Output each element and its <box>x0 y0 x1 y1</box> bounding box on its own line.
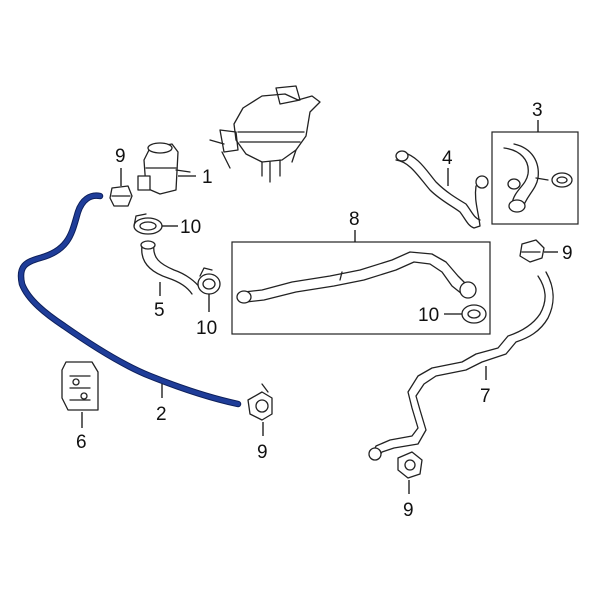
callout-9-upper-left: 9 <box>115 146 126 167</box>
clip-part-9-right <box>519 239 545 263</box>
callout-1: 1 <box>202 167 213 188</box>
hose-part-2-highlighted <box>17 192 242 408</box>
clip-part-9-upper-left <box>109 185 133 207</box>
callout-5: 5 <box>154 300 165 321</box>
box-part-3 <box>491 131 579 225</box>
callout-2: 2 <box>156 404 167 425</box>
callout-3: 3 <box>532 100 543 121</box>
pipe-assembly-part-8 <box>236 251 477 304</box>
callout-8: 8 <box>349 209 360 230</box>
callout-6: 6 <box>76 432 87 453</box>
callout-10-middle: 10 <box>196 318 217 339</box>
callout-4: 4 <box>442 148 453 169</box>
box-part-8 <box>231 241 491 335</box>
coolant-reservoir <box>209 85 321 183</box>
clamp-part-10-middle <box>197 267 221 295</box>
clamp-part-10-right <box>461 304 487 324</box>
callout-7: 7 <box>480 386 491 407</box>
bracket-part-6 <box>61 361 99 411</box>
clip-part-9-lower-left <box>247 383 273 421</box>
clip-part-9-bottom <box>397 451 423 479</box>
callout-9-bottom: 9 <box>403 500 414 521</box>
hose-part-5 <box>140 240 201 295</box>
callout-10-right: 10 <box>418 305 439 326</box>
clamp-part-10-upper <box>133 213 163 235</box>
pipe-part-7 <box>368 271 554 461</box>
callout-9-lower-left: 9 <box>257 442 268 463</box>
hose-assembly-part-3 <box>503 143 573 213</box>
callout-10-upper: 10 <box>180 217 201 238</box>
pipe-part-4 <box>395 150 489 229</box>
pump-part-1 <box>137 142 191 195</box>
callout-9-right: 9 <box>562 243 573 264</box>
